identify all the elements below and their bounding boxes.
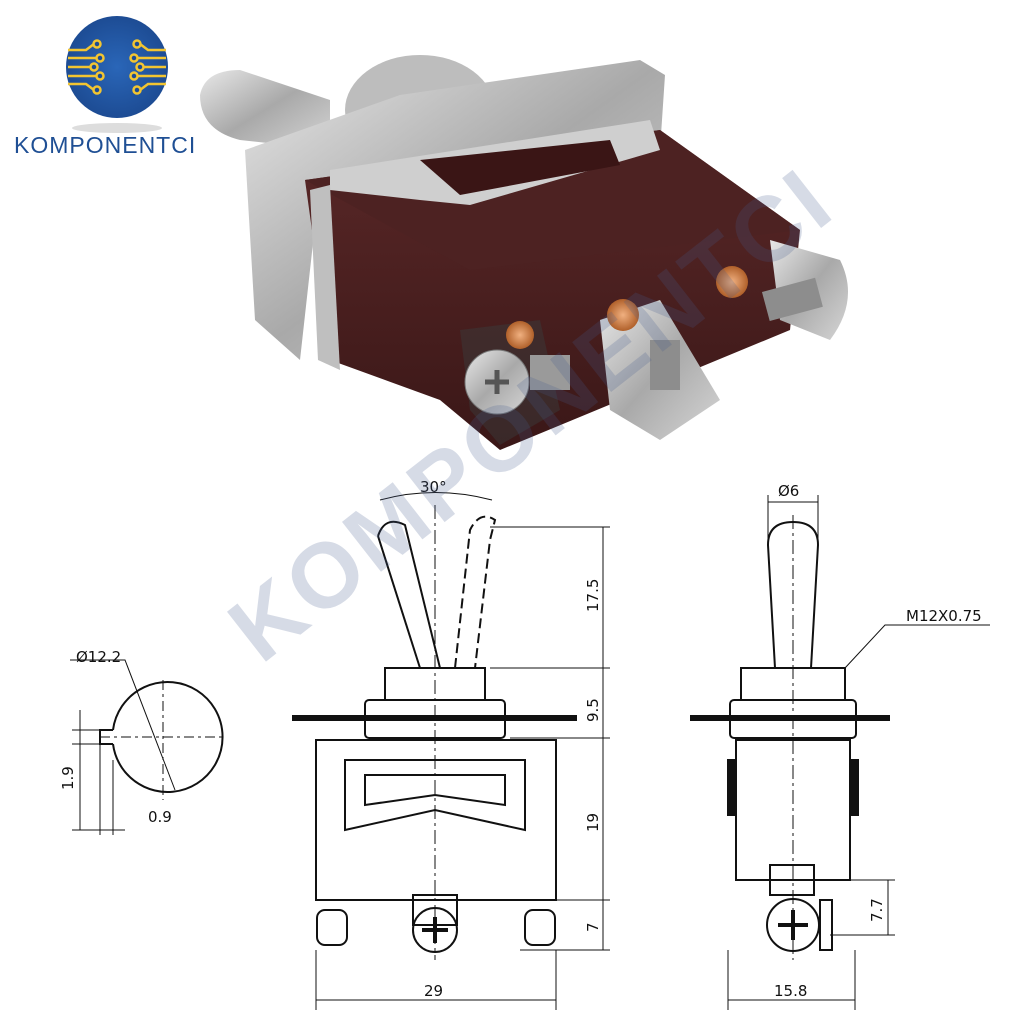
key-depth-label: 0.9: [148, 808, 172, 826]
cutout-diameter-label: Ø12.2: [76, 648, 121, 666]
lever-height-label: 17.5: [584, 579, 602, 612]
width-label: 29: [424, 982, 443, 1000]
key-height-label: 1.9: [59, 766, 77, 790]
side-terminal-height-label: 7.7: [868, 898, 886, 922]
side-view-drawing: [690, 495, 990, 1010]
side-width-label: 15.8: [774, 982, 807, 1000]
brand-name: KOMPONENTCI: [14, 132, 197, 158]
thread-label: M12X0.75: [906, 607, 982, 625]
body-height-label: 19: [584, 813, 602, 832]
front-view-drawing: [292, 492, 610, 1010]
panel-cutout-drawing: [70, 659, 225, 835]
toggle-switch-photo: [200, 55, 848, 450]
lever-diameter-label: Ø6: [778, 482, 799, 500]
angle-label: 30°: [420, 478, 447, 496]
brand-logo: [66, 16, 168, 133]
bushing-height-label: 9.5: [584, 698, 602, 722]
terminal-height-label: 7: [584, 922, 602, 932]
